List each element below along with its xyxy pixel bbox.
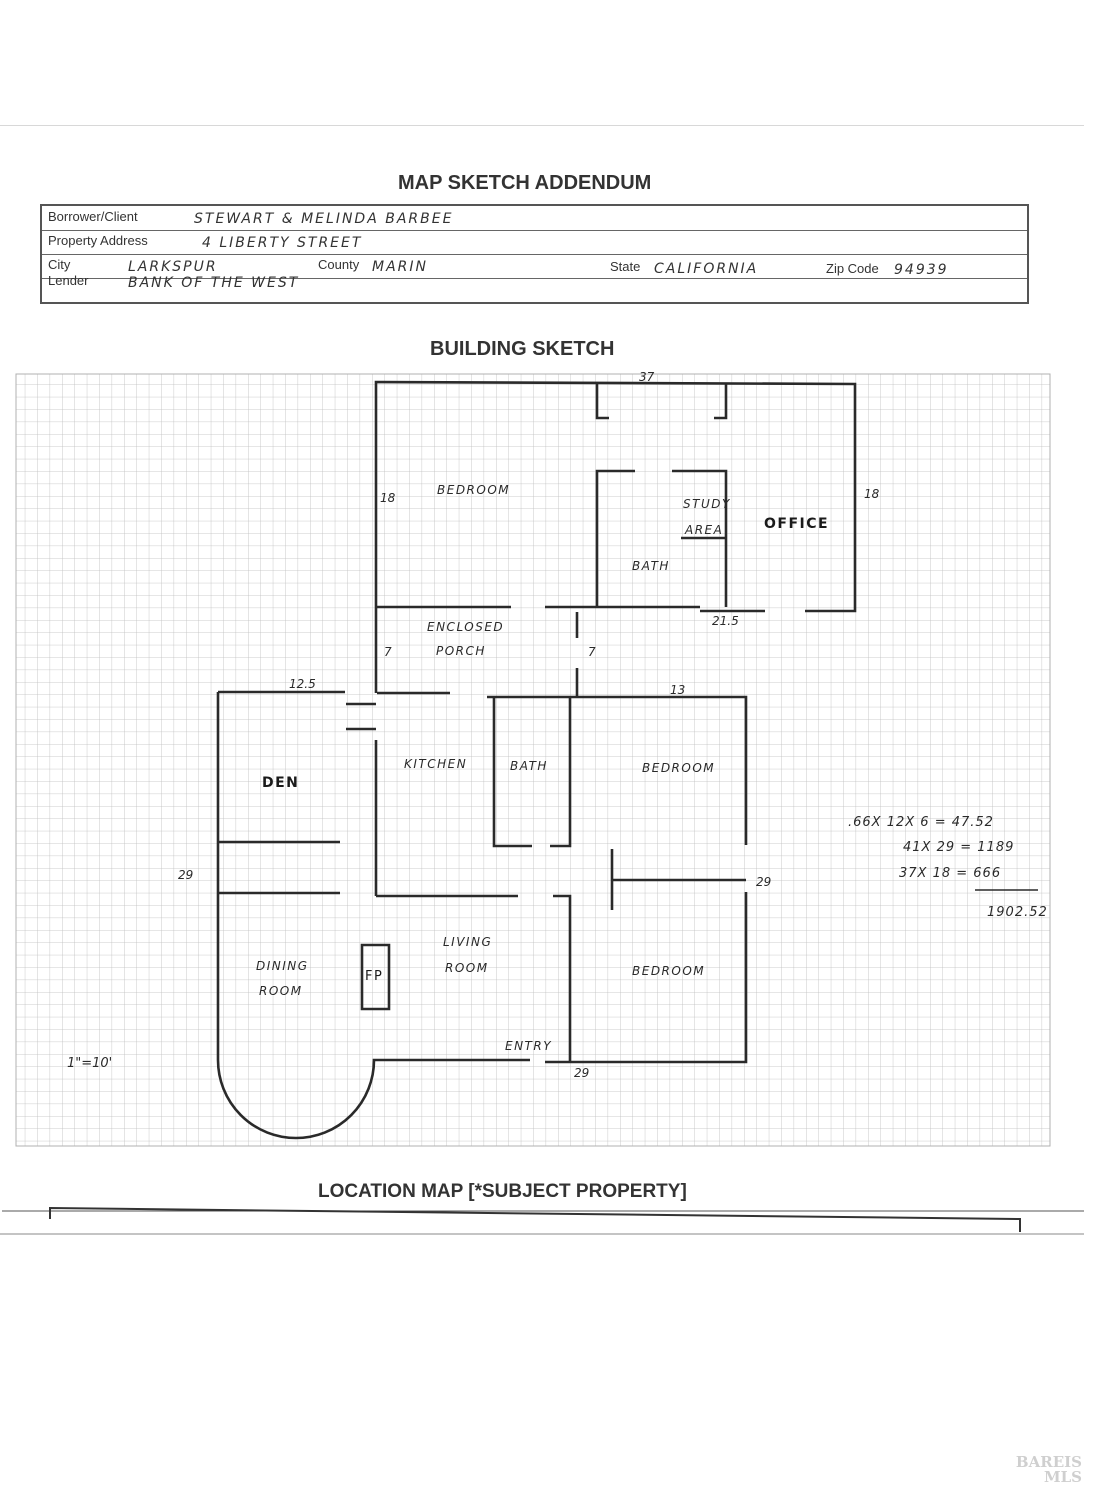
location-map-frame bbox=[0, 1206, 1084, 1235]
borrower-row: Borrower/Client STEWART & MELINDA BARBEE bbox=[42, 206, 1027, 231]
mls-watermark: BAREIS MLS bbox=[1016, 1455, 1082, 1485]
property-info-form: Borrower/Client STEWART & MELINDA BARBEE… bbox=[40, 204, 1029, 304]
lender-row: Lender BANK OF THE WEST bbox=[42, 273, 1027, 302]
room-porch-2: PORCH bbox=[436, 644, 486, 658]
room-bedroom-low: BEDROOM bbox=[632, 964, 705, 978]
dim-office-bottom: 21.5 bbox=[712, 614, 739, 628]
scale-note: 1"=10' bbox=[67, 1056, 112, 1071]
address-row: Property Address 4 LIBERTY STREET bbox=[42, 230, 1027, 255]
fireplace-label: FP bbox=[365, 969, 383, 984]
dim-right-29: 29 bbox=[756, 875, 771, 889]
watermark-line-1: BAREIS bbox=[1015, 1453, 1082, 1471]
city-value: LARKSPUR bbox=[128, 259, 218, 275]
lender-value: BANK OF THE WEST bbox=[128, 275, 300, 291]
fireplace-outline bbox=[360, 943, 391, 1011]
room-office: OFFICE bbox=[764, 516, 829, 532]
building-sketch-title: BUILDING SKETCH bbox=[430, 338, 615, 360]
room-kitchen: KITCHEN bbox=[404, 757, 467, 771]
city-row: City LARKSPUR County MARIN State CALIFOR… bbox=[42, 254, 1027, 279]
calc-line-2: 41X 29 = 1189 bbox=[903, 840, 1014, 855]
address-label: Property Address bbox=[48, 233, 148, 248]
floor-plan-walls bbox=[216, 380, 857, 1140]
state-value: CALIFORNIA bbox=[654, 261, 759, 277]
dim-right-height: 18 bbox=[864, 487, 880, 501]
zip-value: 94939 bbox=[894, 262, 949, 278]
county-value: MARIN bbox=[372, 259, 428, 275]
dim-left-height: 18 bbox=[380, 491, 396, 505]
room-study-area-2: AREA bbox=[684, 523, 723, 537]
room-entry: ENTRY bbox=[505, 1039, 552, 1053]
room-bedroom-mid: BEDROOM bbox=[642, 761, 715, 775]
state-label: State bbox=[610, 259, 641, 274]
room-bath-top: BATH bbox=[632, 559, 670, 573]
room-dining-1: DINING bbox=[256, 959, 309, 973]
room-study-area-1: STUDY bbox=[683, 497, 731, 511]
zip-label: Zip Code bbox=[826, 261, 879, 276]
dim-top-width: 37 bbox=[639, 370, 655, 384]
room-living-2: ROOM bbox=[445, 961, 489, 975]
scan-edge bbox=[0, 125, 1084, 1236]
borrower-label: Borrower/Client bbox=[48, 209, 138, 224]
page-title: MAP SKETCH ADDENDUM bbox=[398, 172, 652, 194]
lender-label: Lender bbox=[48, 273, 89, 288]
dim-left-29: 29 bbox=[178, 868, 193, 882]
calc-total: 1902.52 bbox=[987, 905, 1048, 920]
room-living-1: LIVING bbox=[443, 935, 492, 949]
address-value: 4 LIBERTY STREET bbox=[202, 235, 363, 251]
county-label: County bbox=[318, 257, 360, 272]
borrower-value: STEWART & MELINDA BARBEE bbox=[194, 211, 454, 227]
location-map-title: LOCATION MAP [*SUBJECT PROPERTY] bbox=[318, 1181, 687, 1202]
dim-bottom-29: 29 bbox=[574, 1066, 589, 1080]
dim-porch-right: 7 bbox=[588, 645, 596, 659]
room-dining-2: ROOM bbox=[259, 984, 303, 998]
dim-den-top: 12.5 bbox=[289, 677, 316, 691]
upper-outer-wall bbox=[374, 380, 857, 613]
room-den: DEN bbox=[262, 775, 299, 791]
room-bath-mid: BATH bbox=[510, 759, 548, 773]
calc-line-1: .66X 12X 6 = 47.52 bbox=[848, 815, 994, 830]
dim-porch-left: 7 bbox=[384, 645, 392, 659]
area-calculations: .66X 12X 6 = 47.52 41X 29 = 1189 37X 18 … bbox=[848, 815, 1048, 920]
watermark-line-2: MLS bbox=[1044, 1468, 1082, 1486]
city-label: City bbox=[48, 257, 71, 272]
room-bedroom-top: BEDROOM bbox=[437, 483, 510, 497]
calc-line-3: 37X 18 = 666 bbox=[899, 866, 1001, 881]
dim-mid-top: 13 bbox=[670, 683, 685, 697]
room-porch-1: ENCLOSED bbox=[427, 620, 504, 634]
graph-paper bbox=[15, 373, 1051, 1147]
